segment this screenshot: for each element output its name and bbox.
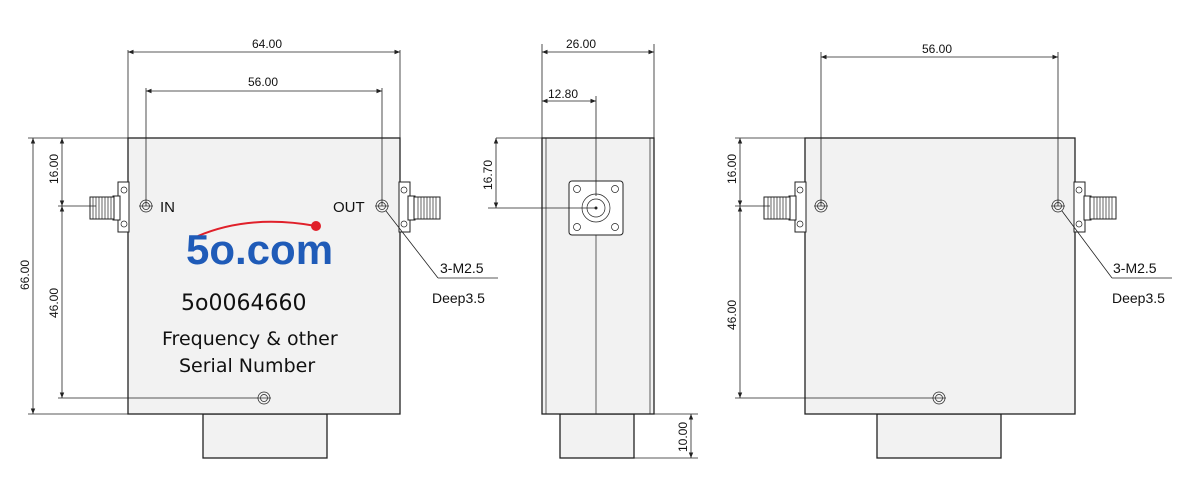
company-logo: 5o.com [186,220,333,273]
dim-overall-height: 66.00 [18,260,32,290]
back-hole-depth: Deep3.5 [1112,290,1165,306]
logo-text: 5o.com [186,226,333,273]
label-line-2: Serial Number [179,355,315,377]
dim-back-top-offset: 16.00 [725,154,739,184]
hole-depth: Deep3.5 [432,290,485,306]
dim-connector-height: 16.70 [481,160,495,190]
back-base [876,413,1002,459]
port-out-label: OUT [333,199,365,216]
dim-bottom-offset: 46.00 [47,288,61,318]
dim-overall-width: 64.00 [252,37,282,51]
back-view: 56.00 16.00 46.00 3-M2.5 Deep3.5 [725,42,1172,459]
base-block [202,413,328,459]
back-sma-right [1073,181,1117,233]
back-hole-note: 3-M2.5 [1113,260,1157,276]
back-sma-left [763,181,807,233]
dim-side-center: 12.80 [548,87,578,101]
port-in-label: IN [160,199,175,216]
dim-side-width: 26.00 [566,37,596,51]
dim-base-height: 10.00 [676,422,690,452]
dim-back-bottom-offset: 46.00 [725,300,739,330]
dim-back-hole-spacing: 56.00 [922,42,952,56]
dim-hole-spacing: 56.00 [248,75,278,89]
part-number: 5o0064660 [181,291,306,316]
sma-connector-out [398,181,441,233]
dim-top-offset: 16.00 [47,154,61,184]
hole-note: 3-M2.5 [440,260,484,276]
side-view: 26.00 12.80 16.70 10.00 [481,37,698,459]
front-view: 64.00 56.00 66.00 16.00 46.00 IN OUT 5o.… [18,37,498,459]
front-body [127,137,401,415]
side-base [559,413,635,459]
logo-dot [311,221,321,231]
label-line-1: Frequency & other [162,328,338,350]
back-body [804,137,1076,415]
sma-connector-in [89,181,130,233]
side-body [541,137,655,415]
